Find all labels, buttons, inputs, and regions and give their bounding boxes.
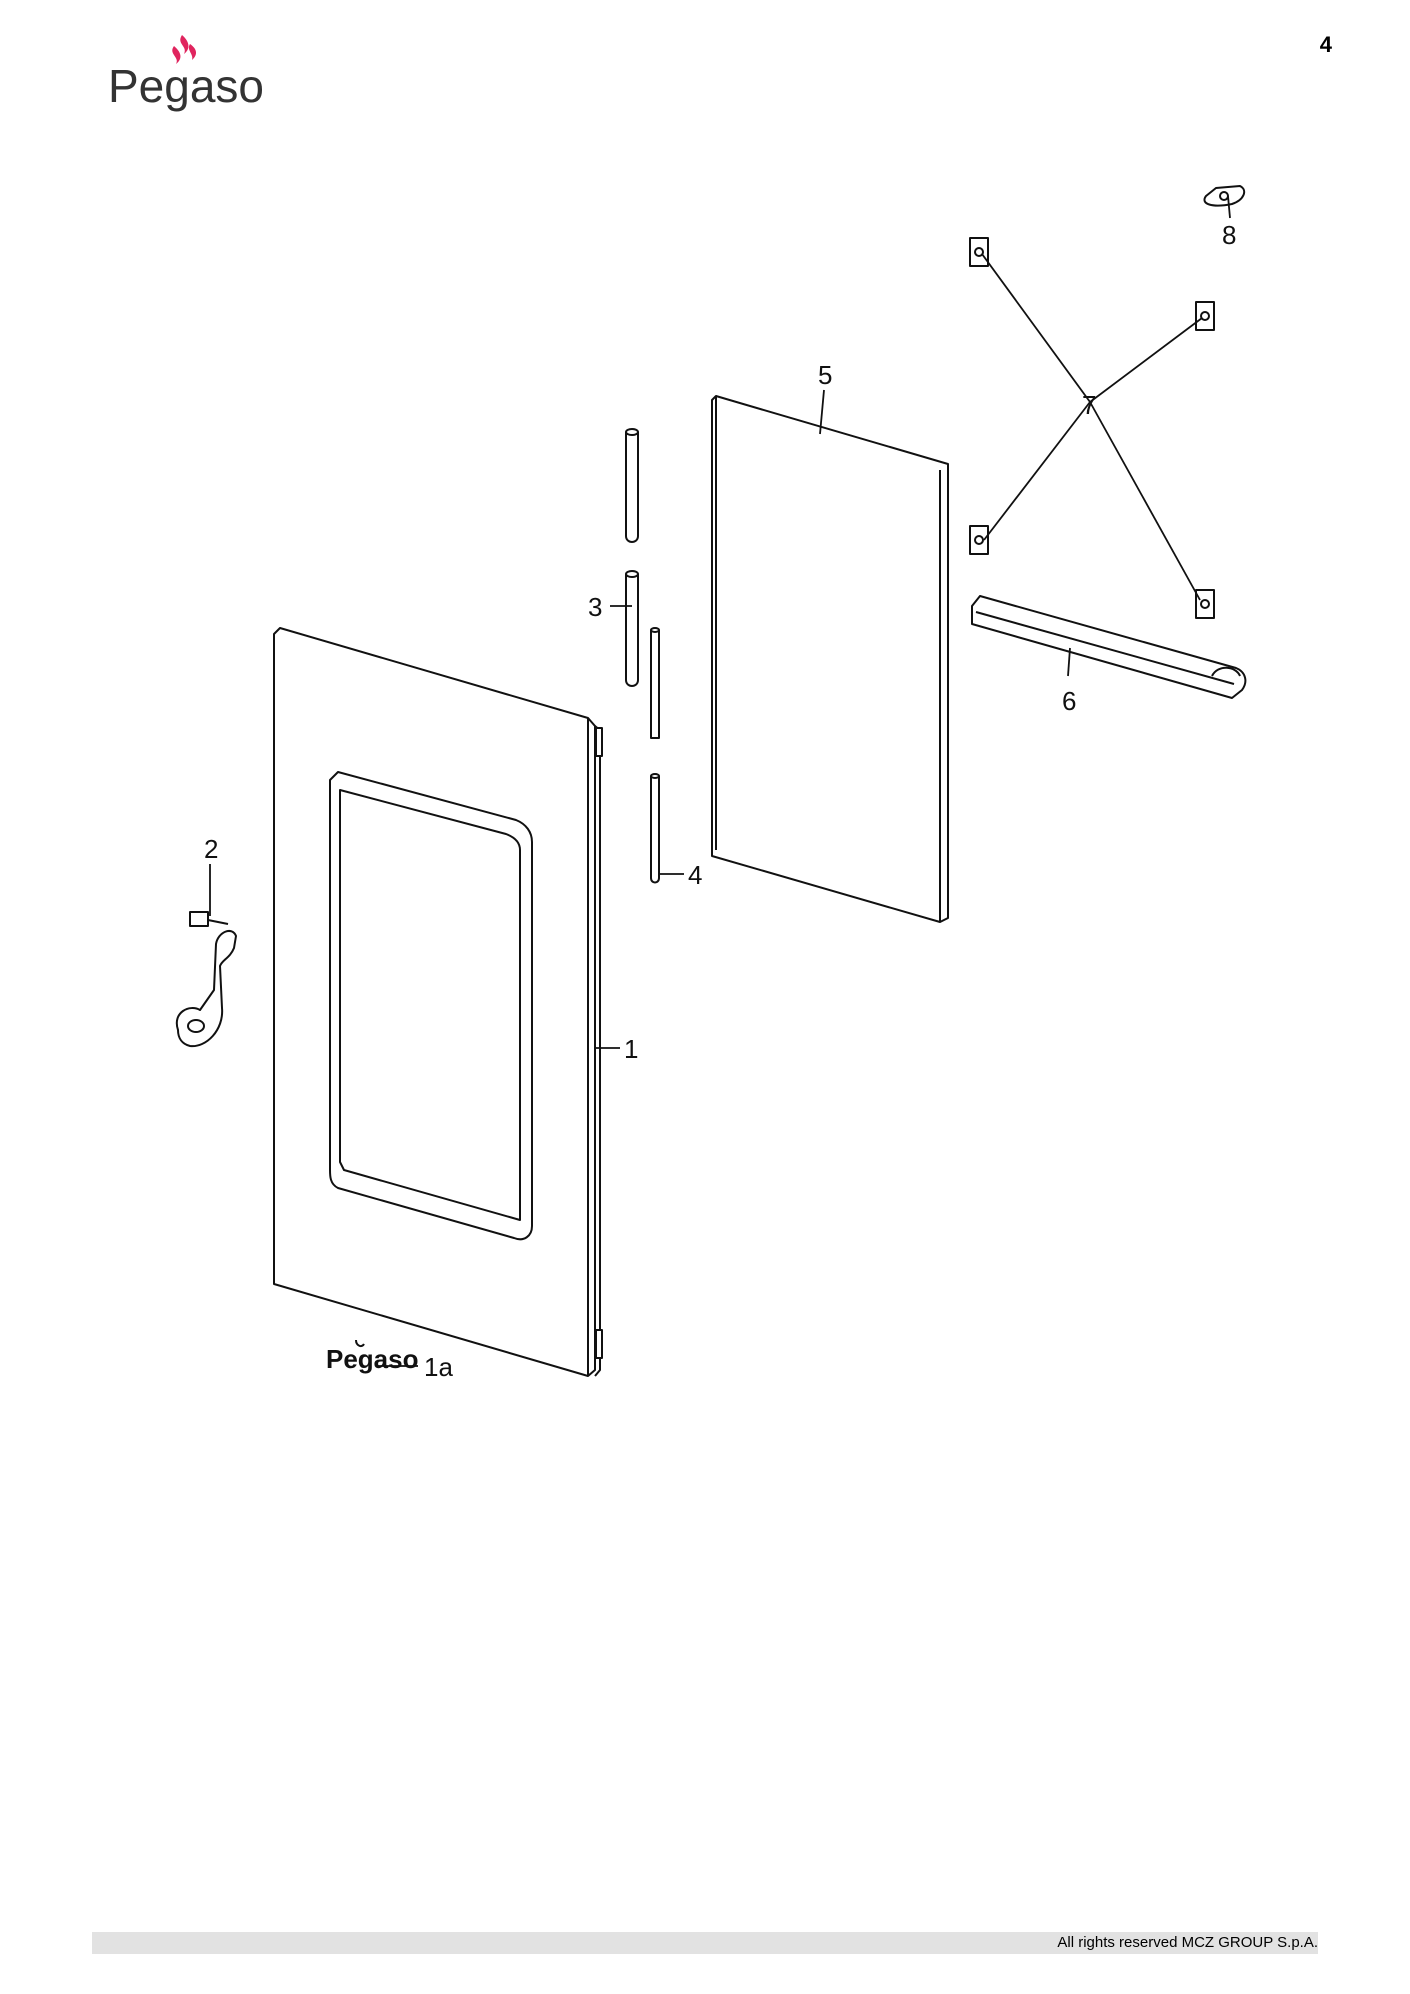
callout-4: 4 <box>688 860 702 890</box>
footer-bar <box>92 1932 1318 1954</box>
rod-part-4 <box>650 627 660 884</box>
door-latch <box>175 911 237 1048</box>
badge-mark: Pegaso <box>326 1344 419 1374</box>
bottom-profile <box>971 595 1247 699</box>
page-number: 4 <box>1319 32 1332 57</box>
logo-wordmark: Pegaso <box>108 60 264 112</box>
callout-labels: 1 1a 2 3 4 5 6 7 8 <box>204 220 1236 1382</box>
callout-5: 5 <box>818 360 832 390</box>
callout-1a: 1a <box>424 1352 453 1382</box>
small-clip <box>1203 185 1246 207</box>
clip-bottom-left <box>969 525 989 555</box>
glass-panel <box>711 395 949 923</box>
clip-bottom-right <box>1195 589 1215 619</box>
clip-top-left <box>969 237 989 267</box>
callout-2: 2 <box>204 834 218 864</box>
badge-wordmark: Pegaso <box>326 1344 419 1374</box>
footer-copyright: All rights reserved MCZ GROUP S.p.A. <box>1057 1934 1318 1951</box>
door-badge-logo <box>355 1339 365 1348</box>
callout-7: 7 <box>1082 390 1096 420</box>
callout-3: 3 <box>588 592 602 622</box>
door-frame <box>273 627 603 1377</box>
clip-top-right <box>1195 301 1215 331</box>
callout-6: 6 <box>1062 686 1076 716</box>
callout-8: 8 <box>1222 220 1236 250</box>
callout-1: 1 <box>624 1034 638 1064</box>
pegaso-logo: Pegaso <box>108 35 264 112</box>
leader-lines <box>209 195 1231 1367</box>
flame-icon <box>172 35 197 64</box>
glass-clips <box>969 237 1215 619</box>
rod-part-3 <box>625 428 639 687</box>
